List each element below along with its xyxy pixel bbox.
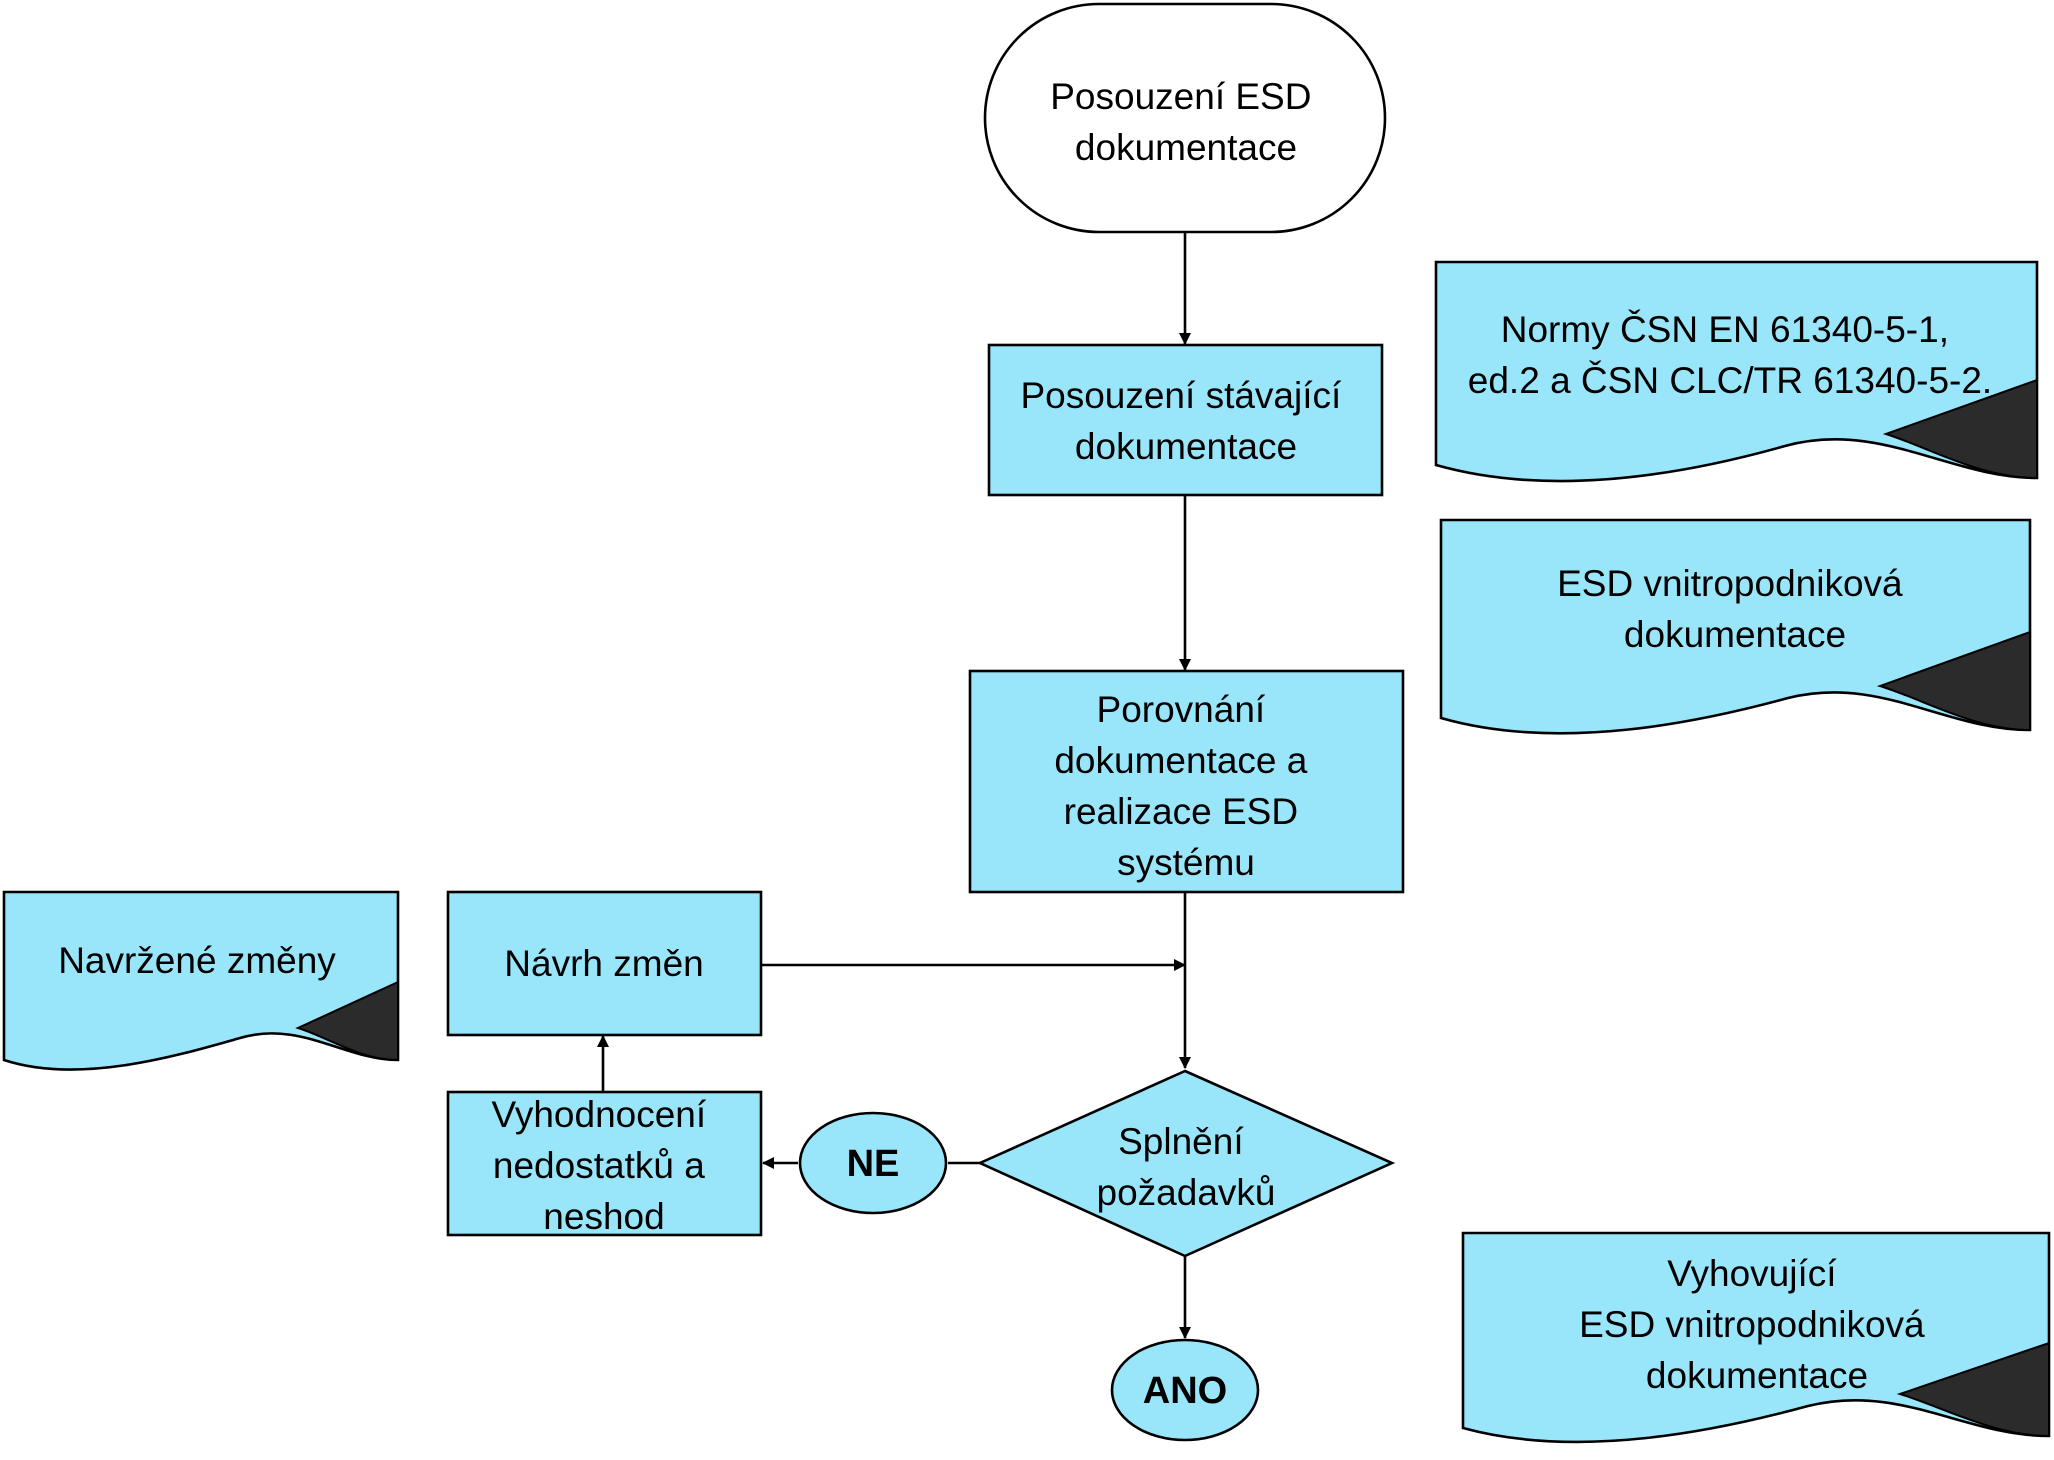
decision-node: Splnění požadavků xyxy=(976,1069,1396,1258)
yes-node-label: ANO xyxy=(1143,1370,1227,1412)
evaluation-node-label: Vyhodnocení nedostatků a neshod xyxy=(492,1094,717,1237)
proposed-changes-label: Navržené změny xyxy=(58,940,336,981)
decision-node-label: Splnění požadavků xyxy=(1097,1121,1276,1213)
start-node: Posouzení ESD dokumentace xyxy=(983,2,1387,234)
internal-documentation-label: ESD vnitropodniková dokumentace xyxy=(1557,563,1913,655)
proposal-node: Návrh změn xyxy=(446,890,763,1037)
connectors xyxy=(597,232,1191,1339)
standards-document-label: Normy ČSN EN 61340-5-1, ed.2 a ČSN CLC/T… xyxy=(1468,309,1992,401)
evaluation-node: Vyhodnocení nedostatků a neshod xyxy=(446,1090,763,1237)
compliant-documentation-document: Vyhovující ESD vnitropodniková dokumenta… xyxy=(1461,1231,2051,1444)
assess-documentation-node: Posouzení stávající dokumentace xyxy=(987,343,1384,497)
internal-documentation-document: ESD vnitropodniková dokumentace xyxy=(1439,518,2032,735)
compare-node-label: Porovnání dokumentace a realizace ESD sy… xyxy=(1054,689,1317,883)
compare-node: Porovnání dokumentace a realizace ESD sy… xyxy=(968,669,1405,894)
compliant-documentation-label: Vyhovující ESD vnitropodniková dokumenta… xyxy=(1579,1253,1935,1396)
assess-documentation-label: Posouzení stávající dokumentace xyxy=(1020,375,1351,467)
proposal-node-label: Návrh změn xyxy=(504,943,703,984)
standards-document: Normy ČSN EN 61340-5-1, ed.2 a ČSN CLC/T… xyxy=(1434,260,2039,483)
start-node-label: Posouzení ESD dokumentace xyxy=(1050,76,1322,168)
yes-node: ANO xyxy=(1110,1338,1260,1442)
proposed-changes-document: Navržené změny xyxy=(2,890,400,1071)
no-node: NE xyxy=(798,1111,948,1215)
no-node-label: NE xyxy=(847,1143,900,1185)
